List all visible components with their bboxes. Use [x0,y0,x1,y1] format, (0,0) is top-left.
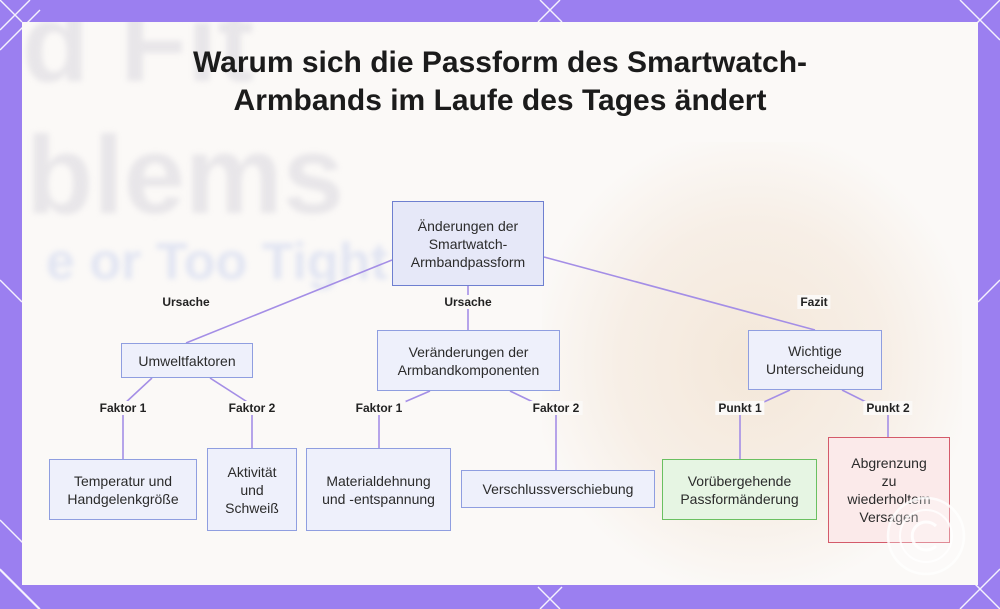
background-ghost-text: d Fit [22,22,255,105]
node-armbandkomponenten: Veränderungen der Armbandkomponenten [377,330,560,391]
edge-label-fazit: Fazit [797,295,831,309]
edge-label-faktor-2: Faktor 2 [225,401,279,415]
edge-label-punkt-1: Punkt 1 [715,401,765,415]
node-umweltfaktoren: Umweltfaktoren [121,343,253,378]
background-ghost-text: blems [26,114,344,237]
edge-umwelt-aktivitaet [209,377,253,406]
edge-label-faktor-2: Faktor 2 [529,401,583,415]
edge-root-umwelt [185,259,393,344]
edge-label-ursache-1: Ursache [159,295,213,309]
edge-label-faktor-1: Faktor 1 [96,401,150,415]
edge-label-ursache-2: Ursache [441,295,495,309]
node-root: Änderungen der Smartwatch-Armbandpassfor… [392,201,544,286]
node-voruebergehend: Vorübergehende Passformänderung [662,459,817,520]
node-aktivitaet: Aktivität und Schweiß [207,448,297,531]
edge-umwelt-temperatur [122,377,153,406]
edge-label-punkt-2: Punkt 2 [863,401,913,415]
node-materialdehnung: Materialdehnung und -entspannung [306,448,451,531]
edge-label-faktor-1: Faktor 1 [352,401,406,415]
node-wichtige-unterscheidung: Wichtige Unterscheidung [748,330,882,390]
node-temperatur: Temperatur und Handgelenkgröße [49,459,197,520]
background-ghost-text: e or Too Tight [46,233,388,291]
copyright-badge-icon [886,496,966,576]
node-verschlussverschiebung: Verschlussverschiebung [461,470,655,508]
diagram-title: Warum sich die Passform des Smartwatch-A… [192,46,808,117]
edge-root-unterscheidung [543,256,816,331]
